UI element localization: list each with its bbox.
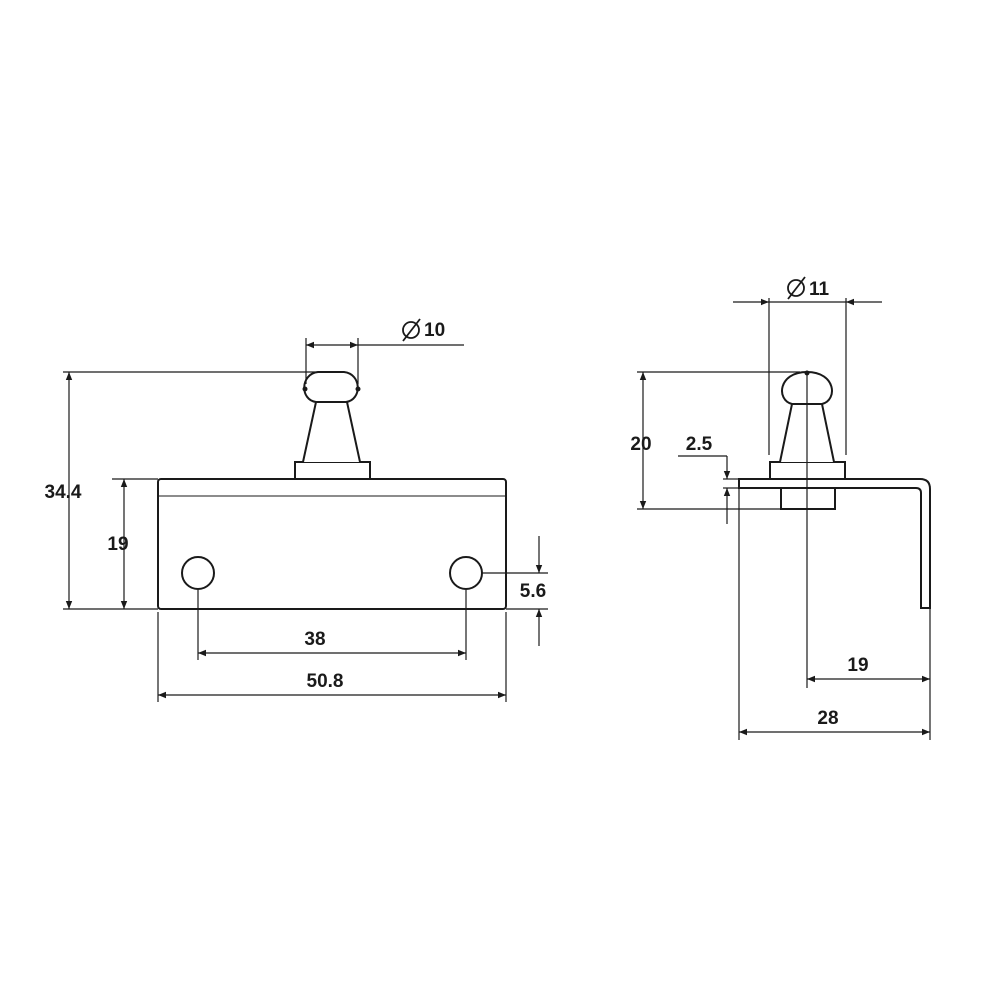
switch-body [157, 478, 507, 610]
actuator-nut-lower [780, 487, 836, 510]
diameter-symbol-icon [787, 276, 806, 300]
l-bracket [738, 478, 931, 609]
dim-bracket-depth-text: 28 [817, 708, 838, 729]
mounting-hole-right [449, 556, 483, 590]
knob-point-right [355, 386, 361, 392]
diameter-symbol-icon [402, 318, 421, 342]
dim-side-knob-diameter-text: 11 [809, 279, 830, 300]
plunger-base [294, 461, 371, 480]
dim-knob-diameter-text: 10 [424, 320, 445, 341]
dim-side-height-text: 20 [630, 434, 651, 455]
dim-hole-spacing-text: 38 [304, 629, 325, 650]
dim-bracket-thickness-text: 2.5 [686, 434, 713, 455]
plunger-knob [303, 371, 359, 403]
plunger-stem [302, 401, 361, 463]
dim-body-height-text: 19 [107, 534, 128, 555]
dim-body-width-text: 50.8 [307, 671, 344, 692]
side-view: 11 20 2.5 19 28 [630, 276, 931, 740]
mounting-hole-left [181, 556, 215, 590]
knob-point-left [302, 386, 308, 392]
front-view: 10 34.4 19 38 50.8 5.6 [45, 318, 548, 702]
dim-actuator-offset-text: 19 [847, 655, 868, 676]
dim-overall-height-text: 34.4 [45, 482, 82, 503]
dim-hole-offset-text: 5.6 [520, 581, 546, 602]
